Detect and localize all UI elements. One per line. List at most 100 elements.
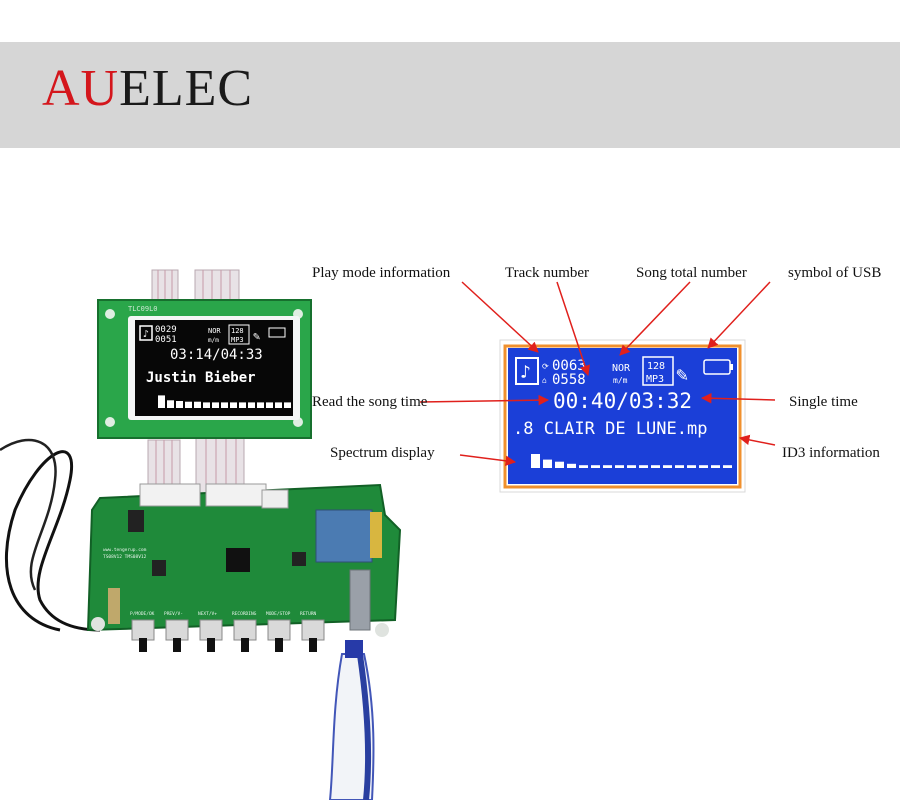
small-spectrum-bar [275, 402, 282, 408]
large-spectrum [531, 454, 732, 468]
large-format-top: 128 [647, 361, 665, 372]
svg-text:♪: ♪ [520, 362, 531, 383]
label-read-time: Read the song time [312, 394, 428, 410]
product-illustration: TLC09L0 ♪ 0029 0051 NOR m/m 128 MP3 ✎ 03… [0, 269, 776, 801]
board-buttons: P/MODE/OK PREV/V- NEXT/V+ RECORDING MODE/STO… [130, 611, 325, 652]
board-button [301, 619, 325, 641]
large-spectrum-bar [663, 465, 672, 468]
small-usb-icon: ✎ [253, 329, 260, 343]
large-spectrum-bar [723, 465, 732, 468]
board-button [165, 619, 189, 641]
small-spectrum-bar [203, 402, 210, 408]
small-spectrum-bar [176, 401, 183, 408]
large-spectrum-bar [687, 465, 696, 468]
large-spectrum-bar [531, 454, 540, 468]
arrow-play-mode [461, 281, 539, 353]
board-button [199, 619, 223, 641]
cable [4, 450, 101, 632]
screwdriver [328, 640, 375, 801]
small-spectrum-bar [257, 402, 264, 408]
large-spectrum-bar [615, 465, 624, 468]
label-spectrum: Spectrum display [330, 445, 435, 461]
board-button-label: MODE/STOP [266, 611, 291, 617]
large-spectrum-bar [651, 465, 660, 468]
small-spectrum-bar [194, 401, 201, 408]
annotation-arrows [419, 281, 776, 467]
large-lcd-display: ♪ ⟳ 0063 ⌂ 0558 NOR m/m 128 MP3 ✎ 00:40/… [499, 339, 746, 493]
board-button-knob [207, 638, 215, 652]
board-button-knob [309, 638, 317, 652]
large-title: .8 CLAIR DE LUNE.mp [513, 419, 707, 439]
label-song-total: Song total number [636, 265, 747, 281]
small-spectrum-bar [185, 401, 192, 408]
small-eq-label: m/m [208, 337, 219, 344]
large-spectrum-bar [675, 465, 684, 468]
repeat-icon: ⟳ [542, 362, 549, 371]
large-spectrum-bar [627, 465, 636, 468]
small-spectrum [158, 395, 291, 408]
brand-logo-accent: AU [42, 60, 120, 117]
small-total-number: 0051 [155, 335, 177, 345]
label-single-time: Single time [789, 394, 858, 410]
small-time: 03:14/04:33 [170, 347, 263, 363]
board-button-knob [173, 638, 181, 652]
large-spectrum-bar [711, 465, 720, 468]
arrow-spectrum [459, 454, 517, 467]
board-button-label: P/MODE/OK [130, 611, 155, 617]
large-spectrum-bar [639, 465, 648, 468]
large-note-icon [515, 357, 539, 385]
board-button [267, 619, 291, 641]
small-spectrum-bar [212, 402, 219, 408]
small-spectrum-bar [167, 400, 174, 408]
board-button-knob [139, 638, 147, 652]
board-button-knob [275, 638, 283, 652]
large-track-number: 0063 [552, 358, 586, 374]
board-button-label: NEXT/V+ [198, 611, 217, 617]
small-battery-icon [268, 327, 286, 338]
small-spectrum-bar [284, 402, 291, 408]
small-spectrum-bar [158, 395, 165, 408]
bluetooth-module [315, 509, 373, 563]
label-id3: ID3 information [782, 445, 880, 461]
board-button-label: RECORDING [232, 611, 257, 617]
small-spectrum-bar [266, 402, 273, 408]
board-button-label: PREV/V- [164, 611, 183, 617]
large-format-bottom: MP3 [646, 374, 664, 385]
svg-text:♪: ♪ [143, 329, 149, 340]
large-total-number: 0558 [552, 372, 586, 388]
note-icon [139, 325, 153, 341]
large-spectrum-bar [579, 465, 588, 468]
label-usb-symbol: symbol of USB [788, 265, 882, 281]
board-model: TS08V12 TMS08V12 [103, 554, 147, 560]
arrow-single-time [700, 393, 776, 404]
arrow-usb [707, 281, 771, 349]
label-track-number: Track number [505, 265, 590, 281]
arrow-track-number [556, 281, 590, 376]
small-track-number: 0029 [155, 325, 177, 335]
large-time: 00:40/03:32 [553, 389, 692, 413]
small-mode-label: NOR [208, 327, 221, 335]
main-chip [226, 548, 250, 572]
large-eq-label: m/m [613, 376, 628, 385]
svg-text:⌂: ⌂ [542, 376, 547, 385]
large-mode-label: NOR [612, 363, 631, 374]
large-spectrum-bar [699, 465, 708, 468]
large-usb-icon: ✎ [676, 362, 688, 386]
header-banner: AUELEC [0, 42, 900, 148]
small-lcd-module: TLC09L0 ♪ 0029 0051 NOR m/m 128 MP3 ✎ 03… [97, 299, 312, 439]
board-button-label: RETURN [300, 611, 317, 617]
small-spectrum-bar [248, 402, 255, 408]
large-spectrum-bar [567, 463, 576, 468]
board-button-knob [241, 638, 249, 652]
label-play-mode: Play mode information [312, 265, 451, 281]
small-format-bottom: MP3 [231, 336, 244, 344]
arrow-song-total [619, 281, 691, 356]
large-spectrum-bar [543, 459, 552, 468]
arrow-read-time [419, 394, 550, 406]
pcb-label: TLC09L0 [128, 305, 158, 313]
board-url: www.tengerup.com [103, 547, 147, 553]
small-spectrum-bar [221, 402, 228, 408]
large-spectrum-bar [555, 461, 564, 468]
brand-logo: AUELEC [42, 56, 253, 122]
small-spectrum-bar [239, 402, 246, 408]
